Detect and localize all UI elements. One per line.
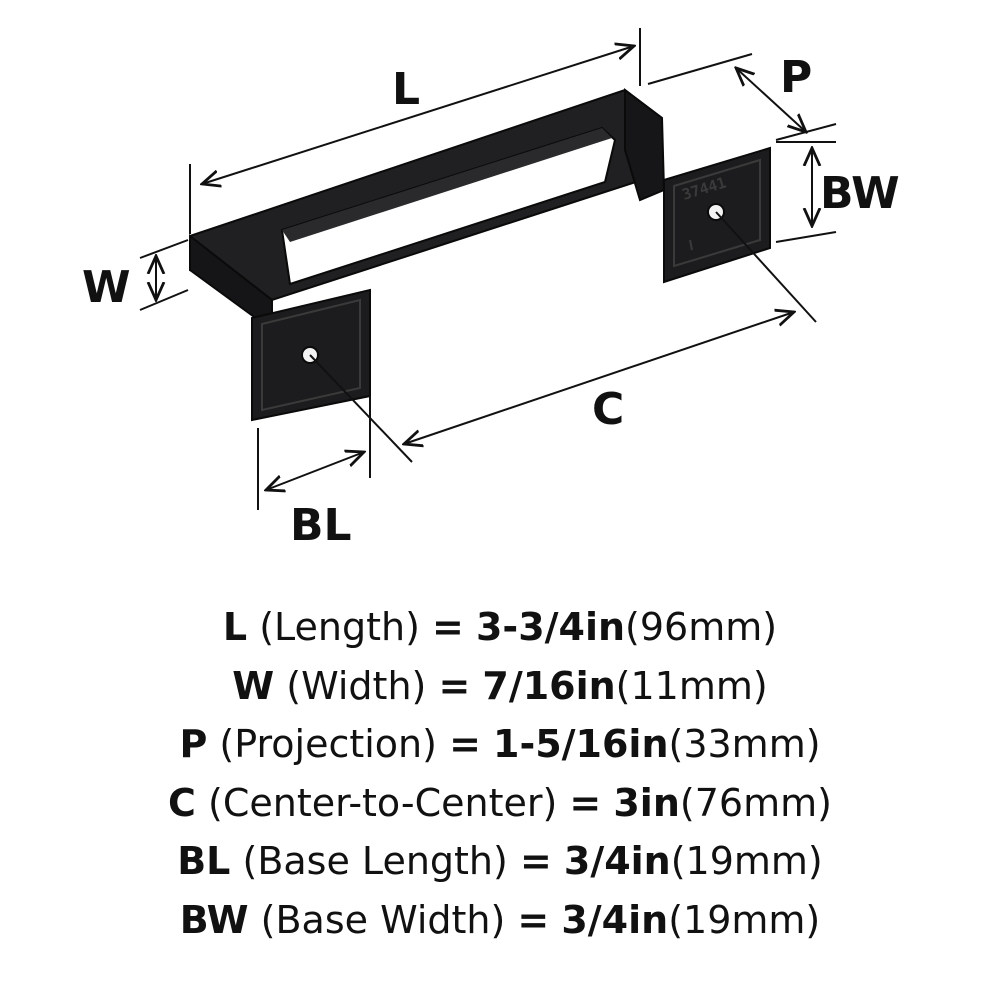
spec-equals: = — [519, 839, 552, 883]
label-l: L — [392, 64, 420, 115]
spec-code: BW — [179, 897, 249, 942]
spec-code: W — [232, 663, 275, 708]
spec-name: (Center-to-Center) — [208, 780, 558, 825]
handle-dimension-diagram: 37441 L P BW W C BL — [82, 28, 900, 551]
spec-metric: (19mm) — [670, 839, 823, 883]
spec-code: BL — [177, 839, 231, 883]
spec-imperial: 3/4in — [561, 897, 669, 942]
label-c: C — [592, 384, 624, 435]
spec-metric: (11mm) — [615, 663, 768, 708]
spec-imperial: 3/4in — [563, 839, 671, 883]
label-p: P — [780, 52, 812, 103]
spec-equals: = — [449, 722, 481, 766]
spec-equals: = — [517, 897, 550, 942]
spec-metric: (76mm) — [679, 780, 832, 825]
spec-imperial: 7/16in — [482, 663, 616, 708]
spec-metric: (96mm) — [625, 605, 778, 649]
spec-code: C — [168, 780, 196, 825]
dimension-specs-list: L (Length) = 3-3/4in(96mm) W (Width) = 7… — [0, 598, 1000, 949]
label-bl: BL — [290, 500, 352, 551]
spec-imperial: 1-5/16in — [493, 722, 669, 766]
spec-code: L — [222, 605, 248, 649]
label-w: W — [82, 262, 131, 313]
spec-imperial: 3-3/4in — [475, 605, 626, 649]
spec-name: (Projection) — [219, 722, 437, 766]
spec-name: (Length) — [259, 605, 420, 649]
spec-name: (Base Length) — [242, 839, 508, 883]
spec-base-length: BL (Base Length) = 3/4in(19mm) — [0, 832, 1000, 891]
spec-projection: P (Projection) = 1-5/16in(33mm) — [0, 715, 1000, 774]
dimension-lines — [139, 28, 837, 510]
spec-center-to-center: C (Center-to-Center) = 3in(76mm) — [0, 774, 1000, 833]
spec-code: P — [179, 722, 208, 766]
spec-metric: (19mm) — [668, 897, 821, 942]
spec-metric: (33mm) — [668, 722, 821, 766]
spec-name: (Width) — [286, 663, 427, 708]
spec-imperial: 3in — [613, 780, 680, 825]
spec-equals: = — [569, 780, 602, 825]
spec-equals: = — [438, 663, 471, 708]
spec-length: L (Length) = 3-3/4in(96mm) — [0, 598, 1000, 657]
spec-base-width: BW (Base Width) = 3/4in(19mm) — [0, 891, 1000, 950]
screw-axis-lines — [309, 211, 817, 463]
spec-name: (Base Width) — [260, 897, 506, 942]
spec-width: W (Width) = 7/16in(11mm) — [0, 657, 1000, 716]
cabinet-pull-handle: 37441 — [189, 87, 771, 422]
spec-equals: = — [432, 605, 464, 649]
label-bw: BW — [820, 168, 900, 219]
